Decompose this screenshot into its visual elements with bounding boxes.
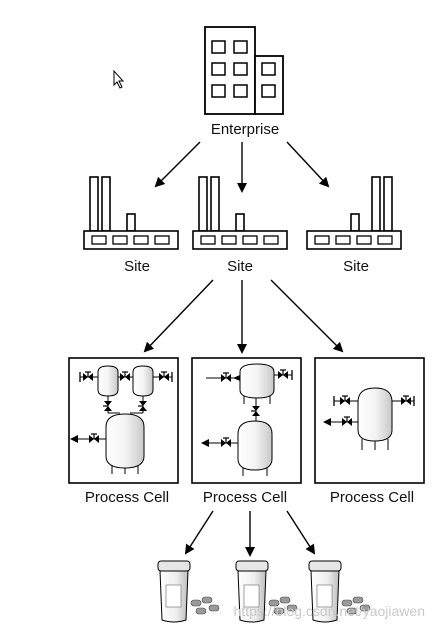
process-cell-right: [314, 357, 425, 484]
process-cell-left: [68, 357, 179, 484]
product-bottle-icon-1: [157, 560, 220, 623]
process-cell-label-center: Process Cell: [203, 489, 287, 506]
process-cell-label-right: Process Cell: [330, 489, 414, 506]
process-cell-label-left: Process Cell: [85, 489, 169, 506]
cell-to-product-arrows: [184, 510, 316, 557]
product-bottle-icon-3: [308, 560, 371, 623]
watermark-url: https://blog.csdn.net/yaojiawen: [234, 603, 425, 619]
site-label-right: Site: [343, 258, 369, 275]
enterprise-building-icon: [204, 26, 284, 115]
site-factory-icon-right: [306, 176, 402, 250]
mouse-cursor-icon: [113, 69, 125, 89]
site-label-center: Site: [227, 258, 253, 275]
site-factory-icon-left: [83, 176, 179, 250]
enterprise-to-site-arrows: [154, 141, 330, 193]
site-to-cell-arrows: [143, 279, 344, 354]
product-bottle-icon-2: [235, 560, 298, 623]
site-factory-icon-center: [192, 176, 288, 250]
process-cell-center: [191, 357, 302, 484]
site-label-left: Site: [124, 258, 150, 275]
enterprise-label: Enterprise: [211, 121, 279, 138]
